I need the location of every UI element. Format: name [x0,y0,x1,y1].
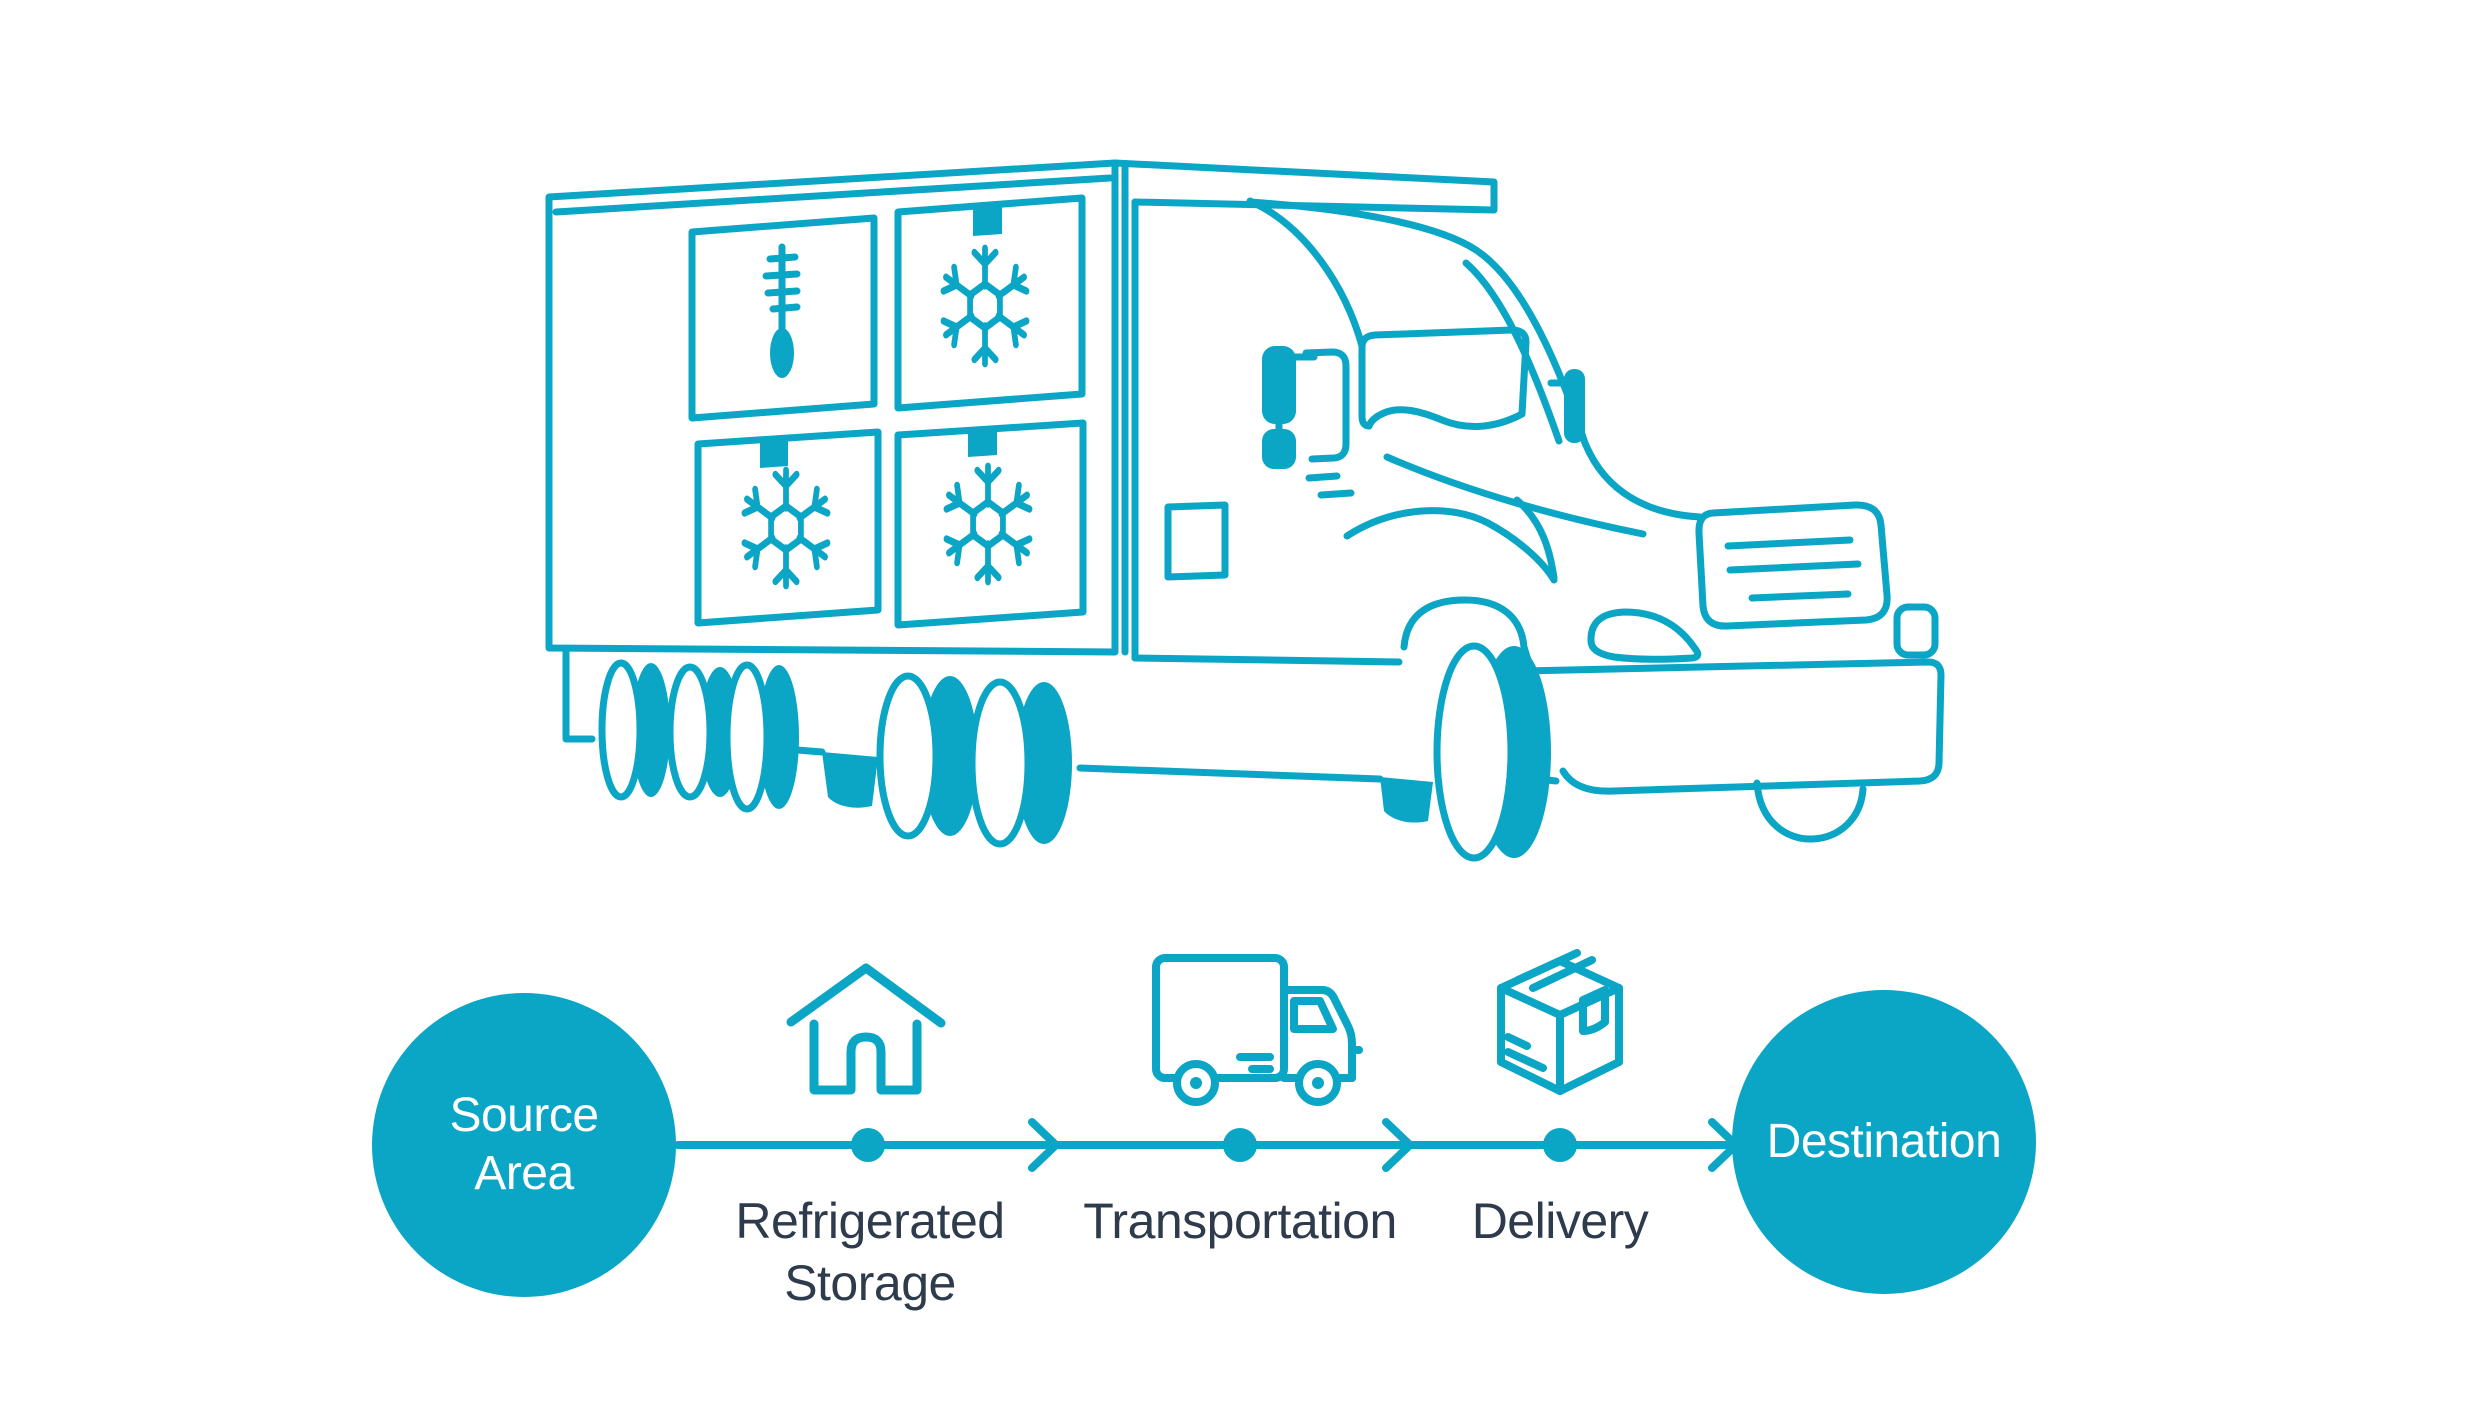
truck-cab [1111,159,1945,795]
package-box-icon [1497,949,1623,1095]
panel-latch [968,427,997,457]
step-label-line1: Transportation [1083,1193,1397,1249]
cargo-panels [688,194,1087,629]
mud-flap [822,752,878,808]
side-mirror-icon [1262,429,1296,469]
side-window [1358,326,1530,430]
hood-crease [1383,453,1647,538]
panel-thermometer [688,214,878,422]
wheel-arch [1400,596,1528,651]
panel-latch [760,438,788,468]
cargo-box [545,159,1560,785]
snowflake-icon [941,248,1030,364]
windshield-pillar [1246,198,1704,521]
arrow-right-icon [1028,1118,1060,1172]
far-front-wheel [1753,779,1867,843]
front-bumper [1519,658,1945,795]
destination-label: Destination [1766,1115,2002,1168]
cab-roof-curve [1246,197,1366,350]
refrigerated-truck-illustration [545,159,1945,862]
mud-flap [1380,777,1433,823]
flow-dot-delivery [1543,1128,1577,1162]
source-label-line2: Area [474,1147,574,1200]
grille-icon [1695,501,1891,630]
roof-fairing [1111,159,1498,214]
panel-snowflake [694,428,882,627]
windshield-inner [1462,259,1563,445]
step-label-delivery: Delivery [1472,1190,1649,1252]
thermometer-icon [762,243,801,378]
toolbox-door [1164,501,1229,581]
snowflake-icon [742,470,831,586]
cab-bottom [1131,654,1403,666]
source-area-node: Source Area [372,993,676,1297]
side-mirror-icon [1262,346,1296,424]
step-label-refrigerated-storage: Refrigerated Storage [735,1190,1005,1314]
snowflake-icon [944,466,1033,582]
source-label-line1: Source [449,1089,599,1142]
step-label-line1: Delivery [1471,1193,1649,1249]
panel-latch [973,206,1002,236]
warehouse-house-icon [786,963,946,1095]
destination-node: Destination [1732,990,2036,1294]
flow-axis [674,1118,1740,1172]
corner-lamp [1893,603,1939,659]
panel-snowflake [894,194,1086,412]
step-label-transportation: Transportation [1083,1190,1397,1252]
door-handle [1305,472,1355,499]
fender-crease [1343,507,1558,584]
flow-dot-refrigerated-storage [851,1128,885,1162]
front-mirror-icon [1564,369,1585,443]
panel-snowflake [894,419,1087,629]
truck-wheels-icon [598,642,1867,862]
door-frame [1302,348,1350,463]
hood-crease [1513,496,1558,582]
headlight-icon [1587,608,1702,663]
arrow-right-icon [1382,1118,1414,1172]
flow-dot-transportation [1223,1128,1257,1162]
step-label-line1: Refrigerated [735,1193,1005,1249]
step-label-line2: Storage [784,1255,956,1311]
delivery-truck-icon [1152,954,1363,1106]
